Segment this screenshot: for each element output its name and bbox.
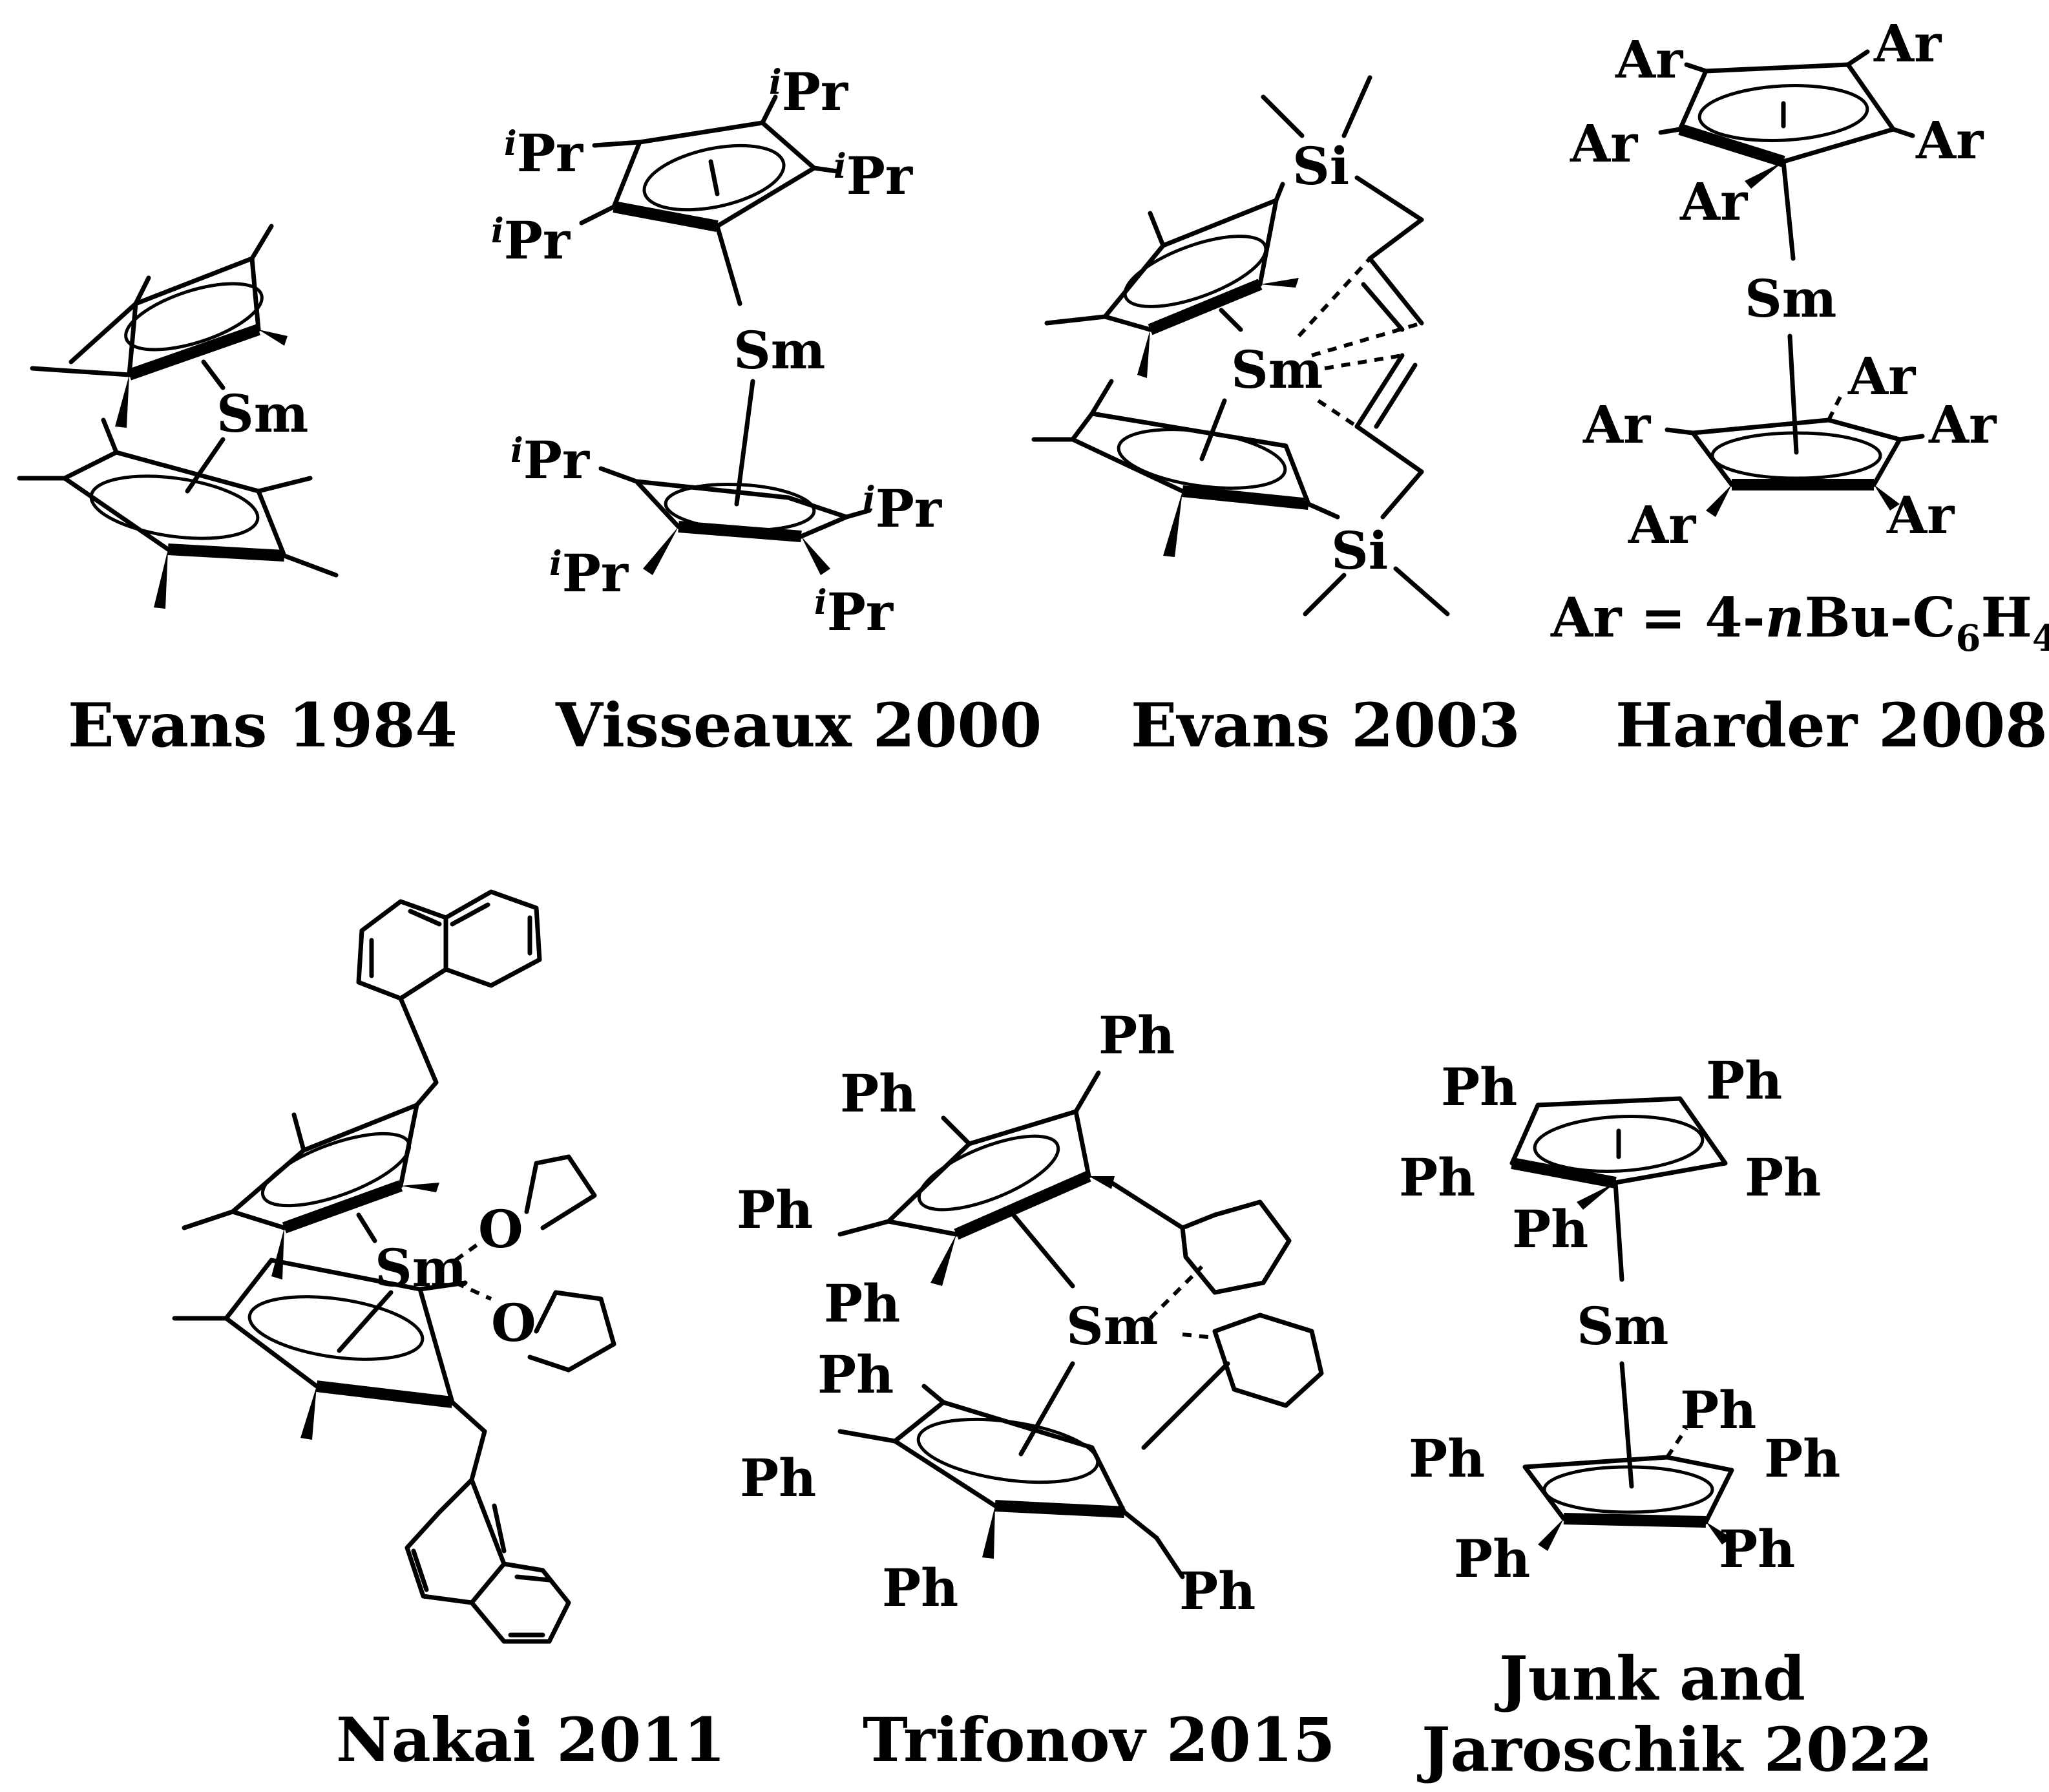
structure-harder-2008: Sm Ar Ar Ar Ar Ar Ar Ar Ar Ar Ar Ar = 4-… [1550, 13, 2049, 660]
ph-substituent-label: Ph [1179, 1561, 1256, 1621]
ar-substituent-label: Ar [1873, 13, 1942, 74]
sm-atom-label: Sm [1231, 339, 1323, 400]
ar-substituent-label: Ar [1886, 485, 1955, 545]
ph-substituent-label: Ph [840, 1063, 916, 1124]
structure-nakai-2011: Sm O O [172, 889, 616, 1644]
atom-label-part: i [549, 544, 562, 584]
sm-atom-label: Sm [1066, 1296, 1158, 1356]
ph-substituent-label: Ph [1399, 1147, 1475, 1208]
ph-substituent-label: Ph [1098, 1005, 1175, 1066]
ph-substituent-label: Ph [1441, 1057, 1517, 1117]
ipr-substituent-label: iPr [814, 582, 894, 642]
ipr-substituent-label: iPr [834, 145, 913, 206]
caption-visseaux-2000: Visseaux 2000 [555, 690, 1042, 761]
atom-label-part: Pr [846, 145, 913, 206]
structure-visseaux-2000: Sm iPr iPr iPr iPr iPr iPr iPr iPr [491, 61, 942, 642]
atom-label-part: i [863, 480, 876, 519]
caption-harder-2008: Harder 2008 [1615, 690, 2048, 761]
caption-junk-line2: Jaroschik 2022 [1417, 1714, 1933, 1786]
sm-atom-label: Sm [216, 383, 308, 444]
atom-label-part: Bu-C [1805, 585, 1956, 649]
ph-substituent-label: Ph [1719, 1519, 1795, 1579]
si-atom-label: Si [1292, 136, 1349, 196]
atom-label-part: 4 [2032, 617, 2049, 660]
ph-substituent-label: Ph [824, 1273, 900, 1334]
caption-evans-2003: Evans 2003 [1131, 690, 1520, 761]
atom-label-part: Pr [782, 61, 848, 122]
ph-substituent-label: Ph [1706, 1050, 1782, 1111]
ar-substituent-label: Ar [1628, 494, 1696, 555]
ipr-substituent-label: iPr [491, 210, 571, 271]
ar-substituent-label: Ar [1582, 394, 1651, 455]
ph-substituent-label: Ph [817, 1344, 894, 1405]
atom-label-part: H [1981, 585, 2032, 649]
atom-label-part: Pr [504, 210, 571, 271]
ar-substituent-label: Ar [1915, 110, 1984, 171]
ipr-substituent-label: iPr [510, 430, 590, 490]
ar-substituent-label: Ar [1615, 29, 1683, 90]
structure-evans-2003: Si Sm Si [1031, 75, 1450, 617]
atom-label-part: Pr [523, 430, 590, 490]
caption-evans-1984: Evans 1984 [68, 690, 457, 761]
ar-substituent-label: Ar [1679, 171, 1748, 232]
caption-junk-line1: Junk and [1495, 1643, 1805, 1714]
structure-trifonov-2015: Sm Ph Ph Ph Ph Ph Ph Ph Ph [737, 1005, 1324, 1621]
atom-label-part: i [491, 211, 504, 251]
ph-substituent-label: Ph [1680, 1380, 1756, 1440]
sm-atom-label: Sm [733, 320, 825, 381]
atom-label-part: Pr [827, 582, 894, 642]
ipr-substituent-label: iPr [863, 478, 942, 539]
structure-evans-1984: Sm [17, 224, 339, 609]
atom-label-part: n [1765, 585, 1805, 649]
ph-substituent-label: Ph [1745, 1147, 1821, 1208]
atom-label-part: Pr [517, 123, 583, 184]
ar-substituent-label: Ar [1928, 394, 1997, 455]
ar-substituent-label: Ar [1570, 113, 1638, 174]
sm-atom-label: Sm [1745, 268, 1836, 329]
ph-substituent-label: Ph [1454, 1528, 1530, 1589]
structure-junk-jaroschik-2022: Sm Ph Ph Ph Ph Ph Ph Ph Ph Ph Ph [1399, 1050, 1840, 1589]
ipr-substituent-label: iPr [769, 61, 848, 122]
ph-substituent-label: Ph [1512, 1199, 1588, 1260]
ipr-substituent-label: iPr [549, 543, 629, 604]
atom-label-part: Pr [562, 543, 629, 604]
atom-label-part: 6 [1956, 617, 1981, 660]
atom-label-part: Ar = 4- [1550, 585, 1765, 649]
ipr-substituent-label: iPr [504, 123, 583, 184]
atom-label-part: i [834, 147, 846, 186]
ph-substituent-label: Ph [737, 1179, 813, 1240]
ar-substituent-label: Ar [1847, 346, 1916, 406]
caption-nakai-2011: Nakai 2011 [336, 1705, 726, 1776]
ph-substituent-label: Ph [740, 1448, 816, 1508]
si-atom-label: Si [1331, 520, 1388, 581]
o-atom-label: O [491, 1292, 536, 1353]
atom-label-part: Pr [876, 478, 942, 539]
ph-substituent-label: Ph [1764, 1428, 1840, 1489]
atom-label-part: i [769, 63, 782, 102]
ph-substituent-label: Ph [1409, 1428, 1485, 1489]
ar-definition: Ar = 4-nBu-C6H4 [1550, 585, 2049, 660]
atom-label-part: i [510, 431, 523, 470]
atom-label-part: i [814, 583, 827, 622]
sm-atom-label: Sm [1577, 1296, 1668, 1356]
atom-label-part: i [504, 124, 517, 163]
caption-trifonov-2015: Trifonov 2015 [863, 1705, 1335, 1776]
ph-substituent-label: Ph [882, 1557, 958, 1618]
o-atom-label: O [478, 1199, 523, 1260]
